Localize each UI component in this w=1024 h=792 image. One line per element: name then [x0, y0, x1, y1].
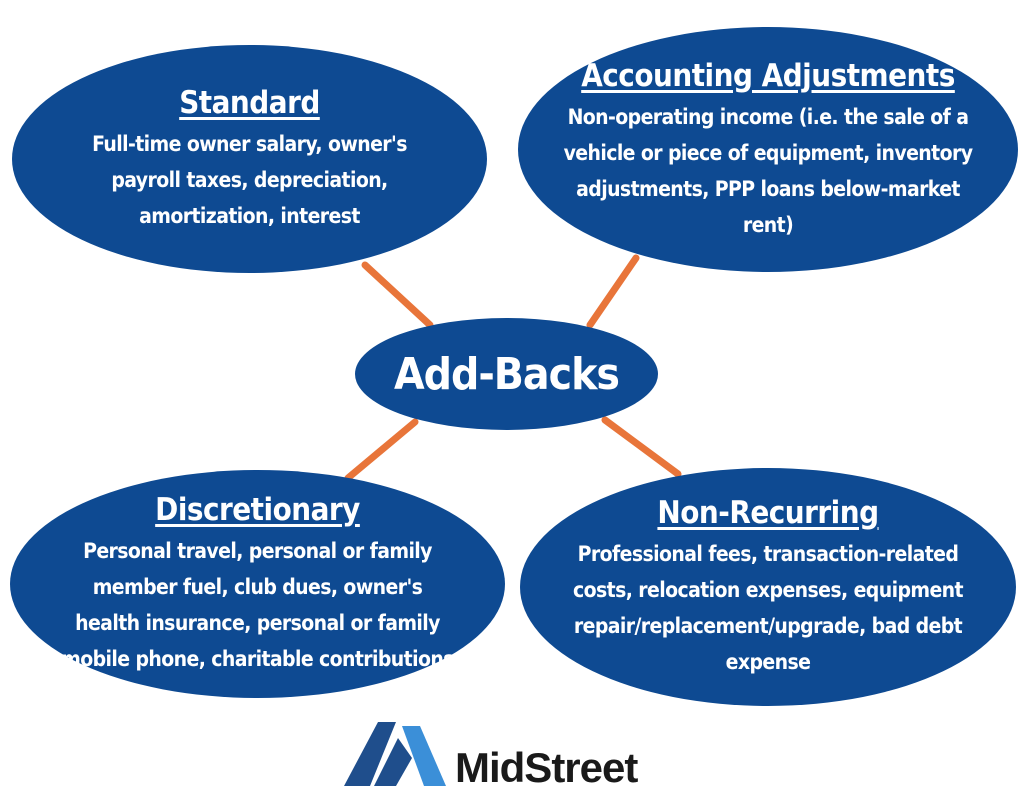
logo-mid-peak — [374, 738, 412, 786]
midstreet-logo: MidStreet — [340, 718, 670, 791]
node-non-recurring: Non-Recurring Professional fees, transac… — [520, 468, 1016, 706]
node-title: Accounting Adjustments — [581, 57, 955, 94]
connector-discretionary — [344, 418, 419, 482]
node-standard: Standard Full-time owner salary, owner's… — [12, 45, 487, 273]
node-description: Personal travel, personal or family memb… — [61, 539, 454, 671]
logo-mark-icon — [344, 722, 446, 786]
logo-light-peak — [402, 726, 446, 786]
center-label: Add-Backs — [394, 348, 620, 400]
node-title: Standard — [179, 85, 320, 121]
node-description: Full-time owner salary, owner's payroll … — [92, 132, 407, 228]
connector-nonrecurring — [601, 416, 682, 478]
node-title: Discretionary — [155, 492, 360, 528]
node-description: Professional fees, transaction-related c… — [573, 542, 964, 674]
logo-text: MidStreet — [455, 744, 638, 791]
connector-accounting — [586, 254, 640, 329]
center-node: Add-Backs — [355, 318, 658, 430]
node-accounting-adjustments: Accounting Adjustments Non-operating inc… — [518, 27, 1018, 272]
node-discretionary: Discretionary Personal travel, personal … — [10, 470, 505, 698]
logo-dark-peak — [344, 722, 396, 786]
connector-standard — [361, 261, 434, 329]
node-title: Non-Recurring — [657, 495, 879, 531]
node-description: Non-operating income (i.e. the sale of a… — [563, 104, 973, 237]
